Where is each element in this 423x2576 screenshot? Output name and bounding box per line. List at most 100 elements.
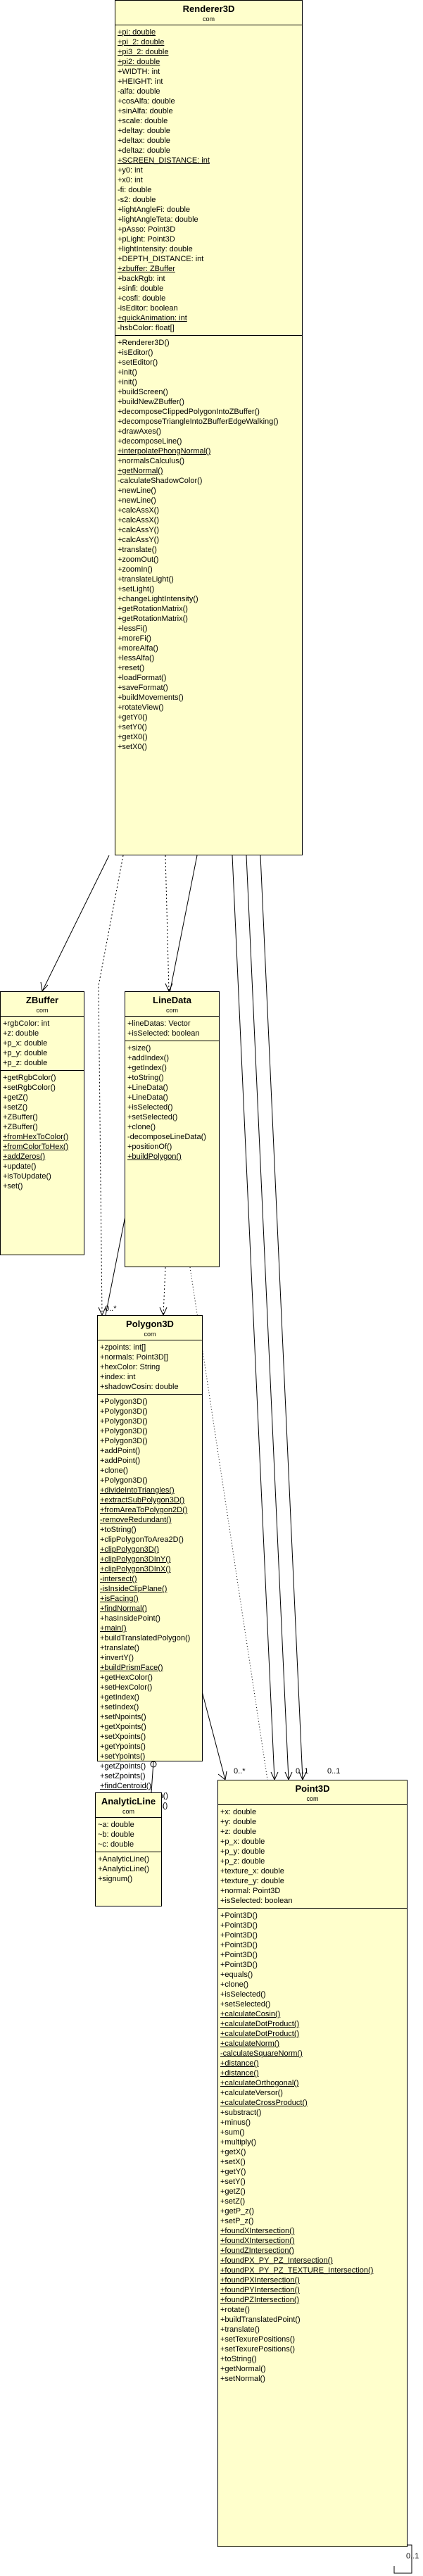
class-operation: +calcAssX() [118,516,159,524]
class-operation: +isSelected() [220,1990,266,1999]
class-operation: +size() [127,1044,151,1053]
class-attribute: +texture_y: double [220,1877,284,1885]
class-attribute: +pLight: Point3D [118,235,175,244]
class-attribute: +HEIGHT: int [118,77,163,86]
class-operation: +getNormal() [220,2365,266,2373]
class-operation: +rotateView() [118,703,164,712]
class-attribute: +deltaz: double [118,146,170,155]
class-package: com [165,1007,178,1014]
class-name: AnalyticLine [101,1796,156,1807]
class-operation: +toString() [220,2355,257,2363]
class-attribute: ~b: double [98,1830,134,1839]
linedata-point-dependency [189,1267,268,1780]
class-operation: +setNormal() [220,2375,265,2383]
class-operation: +isFacing() [100,1595,139,1603]
class-attribute: +cosfi: double [118,294,166,303]
class-operation: +calcAssY() [118,526,159,534]
class-operation: +distance() [220,2059,259,2068]
class-operation: +Polygon3D() [100,1427,148,1435]
class-operation: +update() [3,1162,37,1171]
class-operation: +getHexColor() [100,1673,153,1682]
class-operation: +moreAlfa() [118,644,158,653]
class-attribute: +texture_x: double [220,1867,284,1876]
class-operation: +getRotationMatrix() [118,605,188,613]
class-attribute: +index: int [100,1373,136,1381]
class-operation: +Polygon3D() [100,1476,148,1485]
renderer-point-association-a [232,855,275,1780]
class-attribute: +SCREEN_DISTANCE: int [118,156,210,165]
class-operation: -calculateSquareNorm() [220,2049,303,2058]
class-operation: -calculateShadowColor() [118,477,203,485]
class-operation: +clipPolygon3DInX() [100,1565,171,1573]
class-operation: +Polygon3D() [100,1417,148,1426]
class-attribute: +shadowCosin: double [100,1383,179,1391]
class-operation: -removeRedundant() [100,1516,172,1524]
multiplicity-renderer-polygon: 0..* [105,1305,117,1313]
class-attribute: +lightAngleTeta: double [118,215,198,224]
class-package: com [202,15,215,23]
class-operation: +changeLightIntensity() [118,595,198,603]
class-attribute: -alfa: double [118,87,160,96]
class-operation: +init() [118,368,137,377]
class-package: com [36,1007,49,1014]
class-attribute: +normals: Point3D[] [100,1353,168,1362]
class-operation: +getRgbColor() [3,1074,56,1082]
class-methods-section: +getRgbColor()+setRgbColor()+getZ()+setZ… [1,1071,84,1193]
class-operation: +buildPrismFace() [100,1664,163,1672]
class-operation: +ZBuffer() [3,1123,38,1131]
class-attribute: +DEPTH_DISTANCE: int [118,255,204,263]
class-operation: +buildNewZBuffer() [118,398,184,406]
class-operation: +foundPYIntersection() [220,2286,300,2294]
class-name: Point3D [295,1783,330,1794]
class-attribute: +backRgb: int [118,275,165,283]
class-operation: +getZpoints() [100,1762,146,1771]
class-operation: +setSelected() [127,1113,178,1121]
renderer-point-association-b [246,855,289,1780]
arrowhead-icon [217,1771,227,1780]
class-operation: +addIndex() [127,1054,170,1062]
class-operation: +foundXIntersection() [220,2227,295,2235]
class-operation: +Point3D() [220,1961,258,1969]
multiplicity-renderer-point-b: 0..1 [327,1767,341,1776]
class-operation: +getIndex() [127,1064,167,1072]
class-operation: +Polygon3D() [100,1397,148,1406]
class-fields-section: +rgbColor: int+z: double+p_x: double+p_y… [1,1017,84,1071]
class-operation: +addPoint() [100,1447,141,1455]
class-operation: +ZBuffer() [3,1113,38,1121]
class-operation: +getNormal() [118,467,163,475]
class-operation: +calculateCrossProduct() [220,2099,308,2107]
class-operation: +normalsCalculus() [118,457,185,465]
class-operation: +translateLight() [118,575,174,584]
class-operation: +reset() [118,664,145,672]
class-operation: +setNpoints() [100,1713,146,1721]
class-operation: +clipPolygonToArea2D() [100,1535,184,1544]
class-operation: +buildTranslatedPolygon() [100,1634,191,1642]
class-attribute: +y0: int [118,166,143,175]
class-operation: +clone() [127,1123,156,1131]
class-fields-section: +zpoints: int[]+normals: Point3D[]+hexCo… [98,1340,202,1395]
class-attribute: +zbuffer: ZBuffer [118,265,175,273]
class-operation: +setXpoints() [100,1733,146,1741]
class-operation: +LineData() [127,1083,168,1092]
class-operation: +setY0() [118,723,147,731]
class-operation: +decomposeClippedPolygonIntoZBuffer() [118,408,260,416]
class-operation: +foundPXIntersection() [220,2276,300,2285]
polygon-analyticline-association [151,1761,154,1793]
class-operation: +clipPolygon3DInY() [100,1555,171,1564]
class-operation: +foundPZIntersection() [220,2296,300,2304]
composition-icon [150,1761,157,1768]
class-methods-section: +Point3D()+Point3D()+Point3D()+Point3D()… [218,1909,407,2386]
class-methods-section: +size()+addIndex()+getIndex()+toString()… [125,1041,219,1164]
class-operation: +zoomIn() [118,565,153,574]
class-fields-section: +pi: double+pi_2: double+pi3_2: double+p… [115,25,302,336]
class-attribute: +z: double [220,1828,257,1836]
class-attribute: -fi: double [118,186,152,194]
